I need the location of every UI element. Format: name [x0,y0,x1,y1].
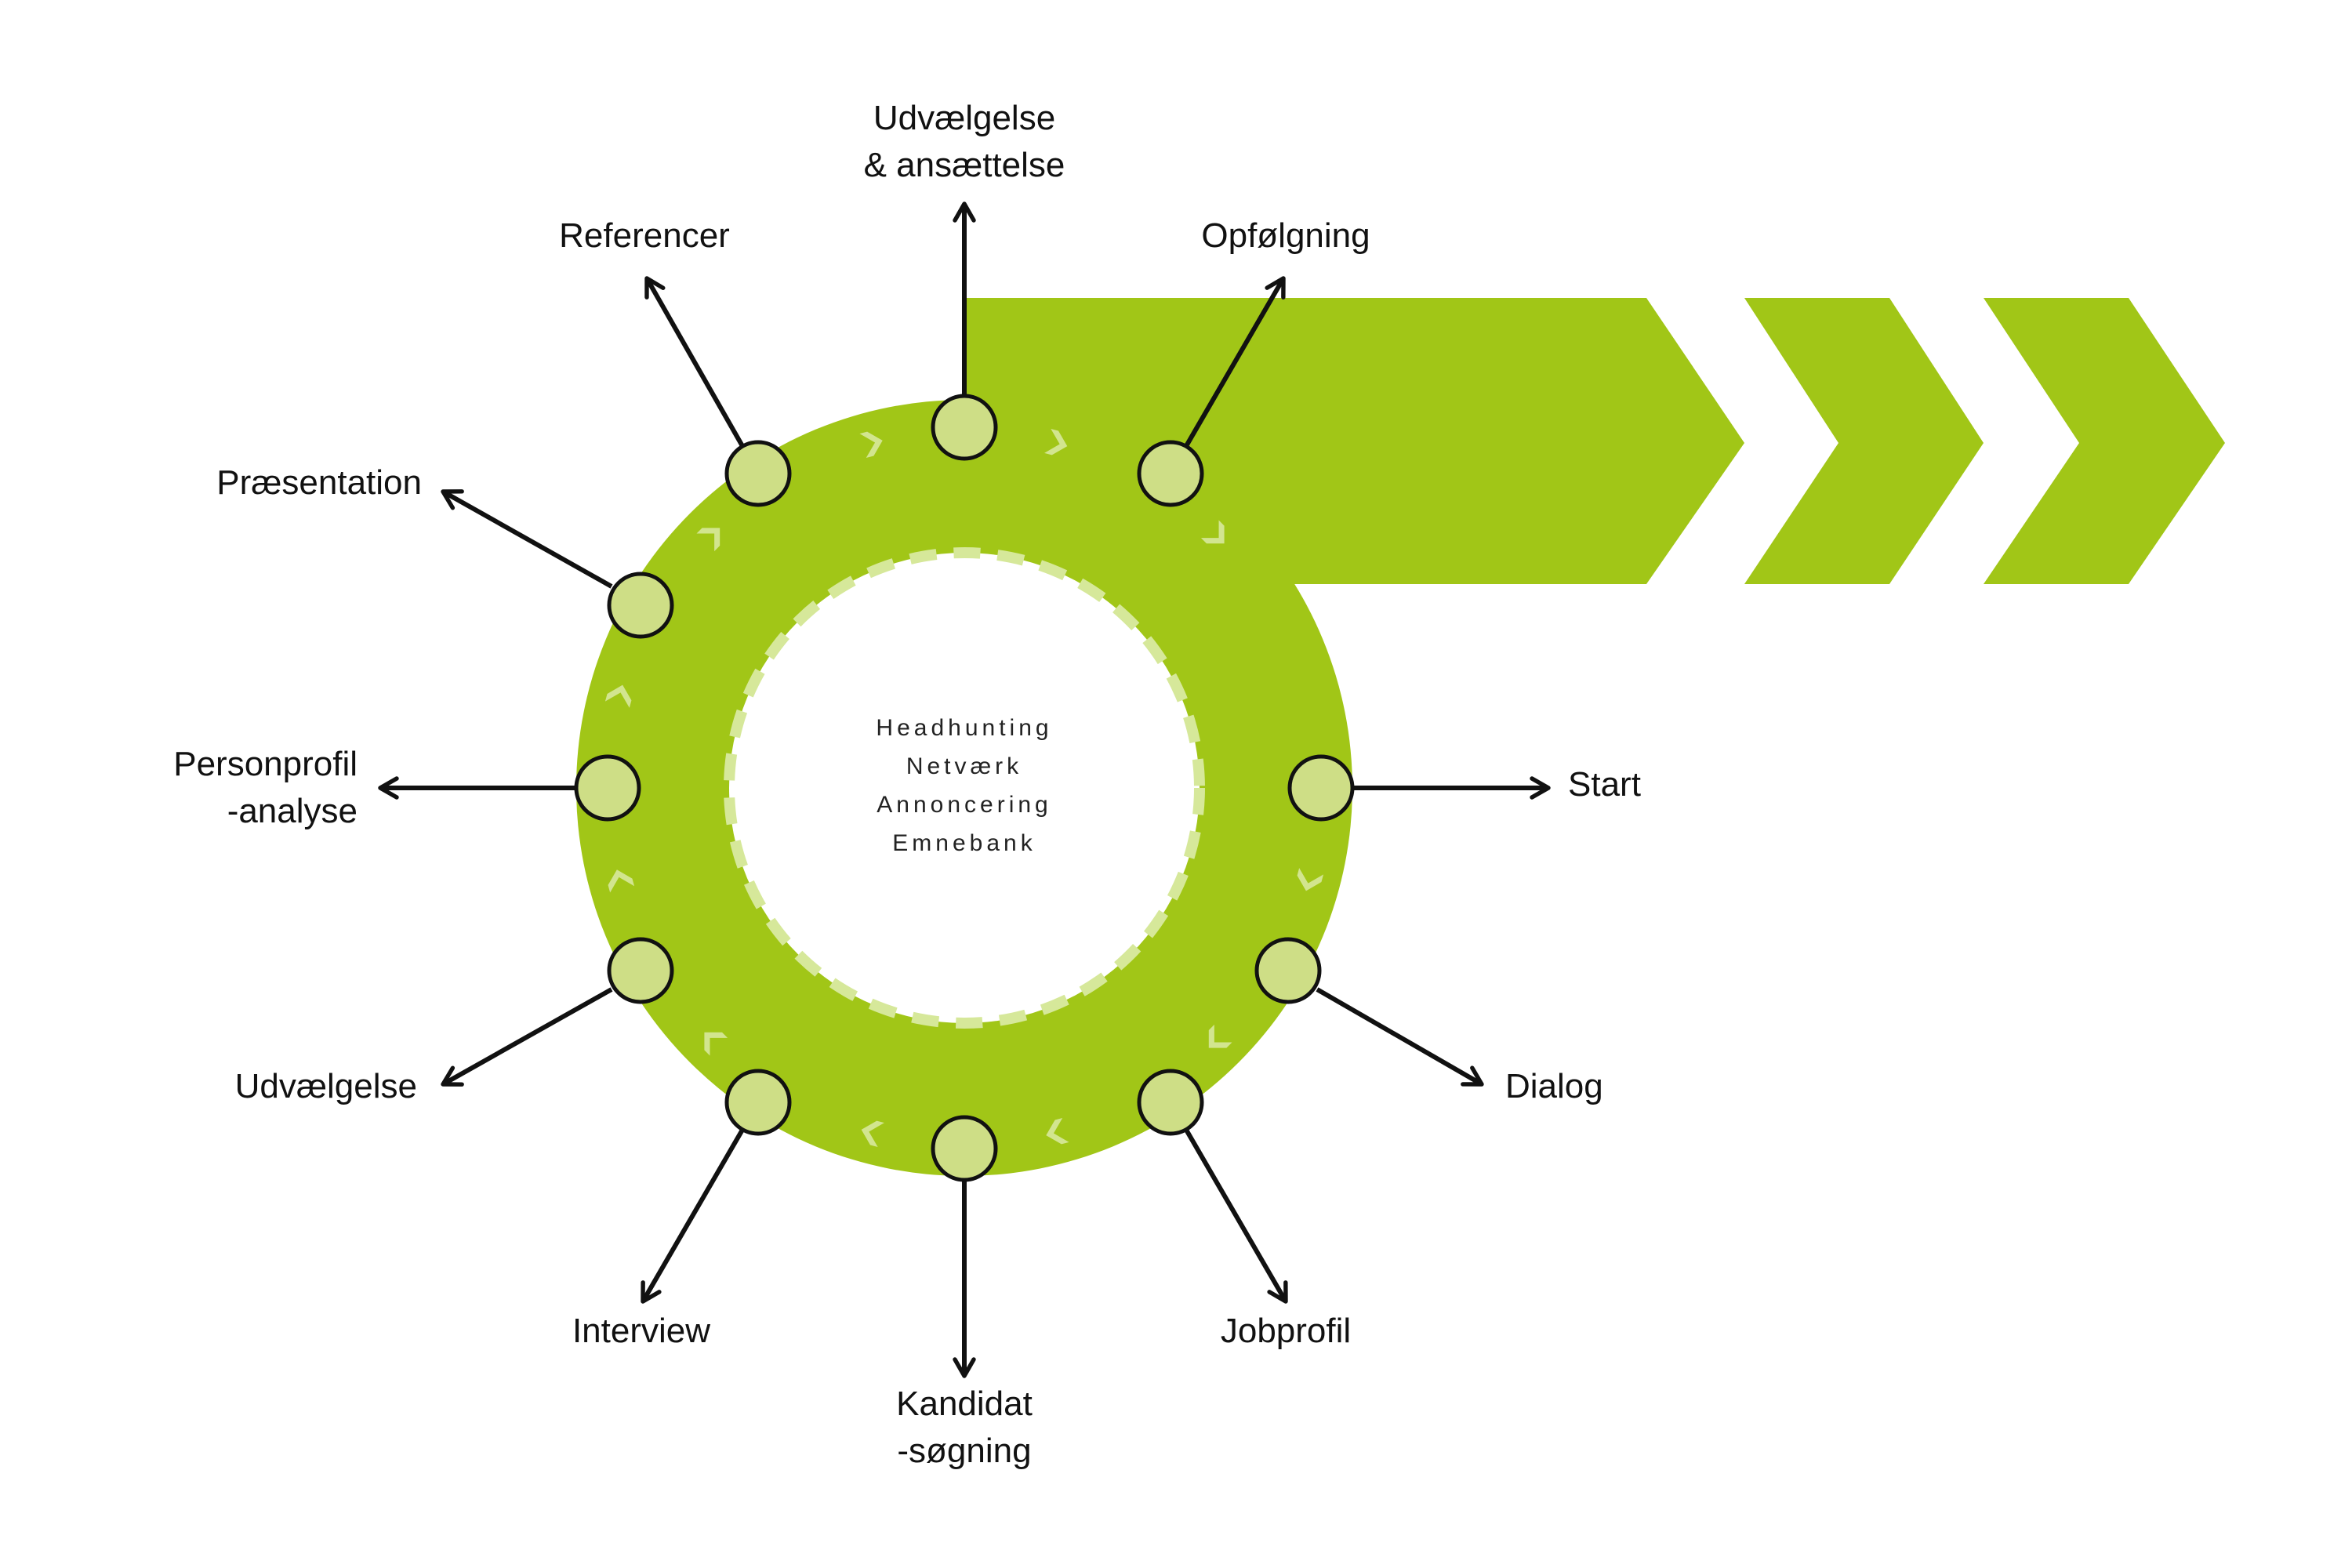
node-praesentation[interactable] [607,572,674,639]
label-referencer: Referencer [559,216,730,255]
center-line-1: Headhunting [876,715,1052,741]
label-praesentation: Præsentation [216,463,422,502]
label-start: Start [1568,765,1641,804]
label-personprofil-line-2: -analyse [227,792,358,830]
arrow-referencer [644,276,745,448]
node-dialog[interactable] [1254,937,1322,1004]
node-start[interactable] [1287,754,1355,822]
center-line-3: Annoncering [877,792,1051,818]
arrow-interview [641,1128,745,1304]
ring-chevron-9 [859,431,883,459]
inner-hole [724,547,1205,1029]
arrow-dialog [1316,987,1484,1087]
label-udvaelgelse-ansaettelse-line-2: & ansættelse [864,146,1065,184]
label-personprofil-line-1: Personprofil [173,745,358,783]
forward-chevrons [1744,298,2225,584]
ring-chevron-5 [704,1032,728,1056]
label-kandidat-line-1: Kandidat [896,1385,1033,1423]
ring-direction-chevrons [604,428,1324,1148]
bar-band [964,298,1744,584]
node-kandidat[interactable] [931,1115,998,1182]
ring-chevron-3 [1046,1117,1069,1145]
ring-chevron-6 [608,869,635,893]
node-udvaelgelse[interactable] [607,937,674,1004]
arrow-udvaelgelse [441,987,613,1087]
center-text: Headhunting Netværk Annoncering Emnebank [876,715,1052,856]
node-jobprofil[interactable] [1137,1069,1204,1136]
label-udvaelgelse-ansaettelse-line-1: Udvælgelse [873,99,1055,137]
label-interview: Interview [572,1312,710,1350]
ring-chevron-2 [1208,1024,1232,1048]
ring-chevron-7 [604,684,632,708]
node-opfoelgning[interactable] [1137,440,1204,507]
ring-chevron-8 [696,528,720,552]
center-line-2: Netværk [906,753,1022,779]
ring-chevron-4 [861,1120,884,1148]
arrow-opfoelgning [1184,276,1286,448]
label-dialog: Dialog [1505,1067,1603,1105]
arrow-jobprofil [1184,1128,1288,1304]
chevron-arrow-1 [1744,298,1984,584]
label-udvaelgelse: Udvælgelse [235,1067,417,1105]
node-interview[interactable] [724,1069,792,1136]
ring-chevron-11 [1200,520,1225,544]
chevron-arrow-2 [1984,298,2225,584]
ring-chevron-10 [1044,428,1068,456]
ring-chevron-1 [1297,868,1324,891]
label-kandidat-line-2: -søgning [897,1432,1031,1470]
node-udvaelgelse-ansaettelse[interactable] [931,394,998,461]
step-nodes [574,394,1355,1182]
arrow-praesentation [441,489,613,589]
label-jobprofil: Jobprofil [1221,1312,1351,1350]
node-personprofil[interactable] [574,754,641,822]
step-labels: Start Dialog Jobprofil Kandidat -søgning… [173,99,1641,1470]
label-opfoelgning: Opfølgning [1201,216,1370,255]
node-referencer[interactable] [724,440,792,507]
center-line-4: Emnebank [892,830,1036,856]
step-arrows [378,201,1551,1378]
